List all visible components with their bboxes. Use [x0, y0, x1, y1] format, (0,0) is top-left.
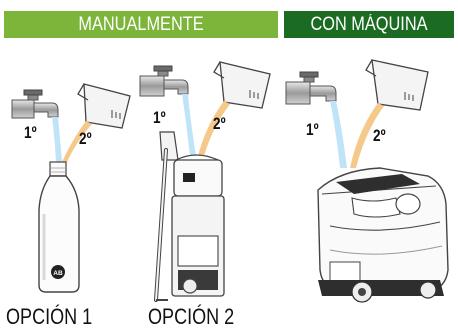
product-stream — [198, 101, 230, 156]
step-second-label: 2º — [213, 114, 226, 133]
product-stream — [350, 103, 384, 168]
pressure-sprayer — [154, 131, 225, 302]
water-stream — [330, 101, 347, 168]
step-first-label: 1º — [153, 108, 166, 127]
measuring-jug-icon — [77, 83, 131, 129]
header-manual-label: MANUALMENTE — [78, 14, 204, 35]
option-1-label: OPCIÓN 1 — [6, 304, 93, 329]
step-second-label: 2º — [373, 126, 386, 145]
spray-bottle: AB — [38, 161, 80, 293]
measuring-jug-icon — [365, 59, 429, 111]
floor-scrubber-machine — [317, 167, 449, 303]
faucet-icon — [139, 65, 189, 97]
faucet-icon — [11, 89, 59, 119]
faucet-icon — [285, 71, 337, 105]
option-2-label: OPCIÓN 2 — [148, 304, 235, 329]
header-machine-label: CON MÁQUINA — [310, 14, 428, 35]
water-stream — [182, 94, 196, 156]
step-first-label: 1º — [24, 123, 37, 142]
water-stream — [52, 117, 62, 162]
measuring-jug-icon — [213, 61, 271, 109]
step-second-label: 2º — [79, 129, 92, 148]
product-stream — [62, 121, 92, 162]
header-machine-bar — [284, 11, 454, 38]
bottle-logo: AB — [53, 270, 63, 277]
header-manual-bar — [4, 11, 278, 38]
step-first-label: 1º — [306, 120, 319, 139]
